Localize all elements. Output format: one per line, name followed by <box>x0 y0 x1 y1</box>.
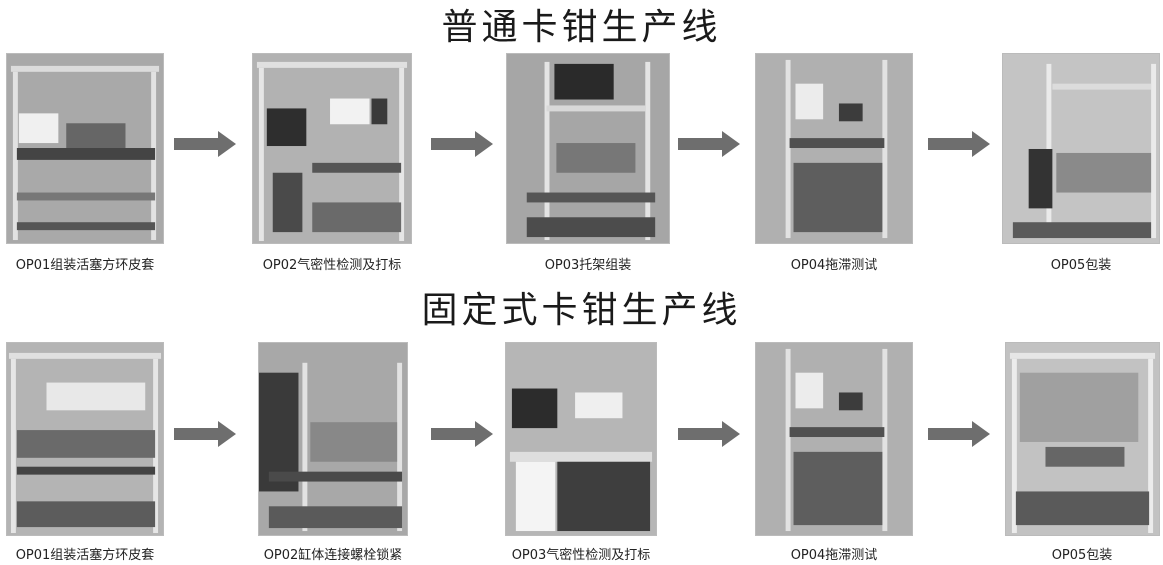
arrow-right-icon <box>928 131 990 157</box>
arrow-right-icon <box>928 421 990 447</box>
step-caption-row2-op02: OP02缸体连接螺栓锁紧 <box>263 548 403 563</box>
workstation-photo-row1-op03 <box>506 53 670 244</box>
arrow-right-icon <box>431 131 493 157</box>
step-caption-row1-op02: OP02气密性检测及打标 <box>262 258 402 273</box>
step-caption-row2-op05: OP05包装 <box>1051 548 1113 563</box>
step-caption-row1-op03: OP03托架组装 <box>544 258 632 273</box>
arrow-right-icon <box>678 421 740 447</box>
arrow-right-icon <box>431 421 493 447</box>
workstation-photo-row1-op02 <box>252 53 412 244</box>
step-caption-row2-op03: OP03气密性检测及打标 <box>511 548 651 563</box>
step-caption-row1-op01: OP01组装活塞方环皮套 <box>15 258 155 273</box>
arrow-right-icon <box>678 131 740 157</box>
line-title-standard-caliper: 普通卡钳生产线 <box>441 7 722 48</box>
workstation-photo-row2-op02 <box>258 342 408 536</box>
step-caption-row2-op01: OP01组装活塞方环皮套 <box>15 548 155 563</box>
arrow-right-icon <box>174 421 236 447</box>
workstation-photo-row2-op03 <box>505 342 657 536</box>
step-caption-row1-op05: OP05包装 <box>1050 258 1112 273</box>
workstation-photo-row1-op05 <box>1002 53 1160 244</box>
workstation-photo-row2-op01 <box>6 342 164 536</box>
line-title-fixed-caliper: 固定式卡钳生产线 <box>421 290 742 331</box>
workstation-photo-row2-op05 <box>1005 342 1160 536</box>
workstation-photo-row2-op04 <box>755 342 913 536</box>
arrow-right-icon <box>174 131 236 157</box>
workstation-photo-row1-op04 <box>755 53 913 244</box>
step-caption-row2-op04: OP04拖滞测试 <box>790 548 878 563</box>
workstation-photo-row1-op01 <box>6 53 164 244</box>
step-caption-row1-op04: OP04拖滞测试 <box>790 258 878 273</box>
